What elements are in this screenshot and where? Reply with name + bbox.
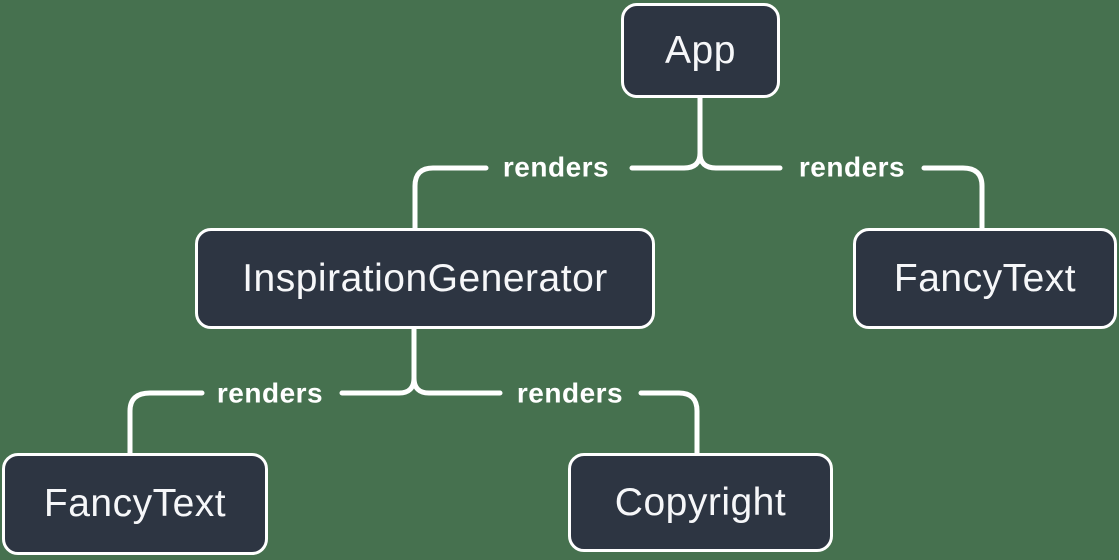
node-label: FancyText — [893, 256, 1077, 300]
edge-inspiration-generator-to-copyright — [411, 325, 700, 456]
edge-segment — [339, 325, 417, 396]
edge-label-app-inspiration: renders — [502, 151, 610, 183]
edge-app-to-fancy-text — [697, 94, 985, 231]
edge-segment — [411, 325, 503, 396]
edge-label-app-fancy-text: renders — [798, 151, 906, 183]
node-fancy-text-top-right: FancyText — [853, 228, 1117, 329]
node-inspiration-generator: InspirationGenerator — [195, 228, 655, 329]
edge-segment — [127, 390, 205, 456]
node-label: FancyText — [43, 482, 227, 525]
node-label: InspirationGenerator — [242, 256, 608, 300]
node-app: App — [621, 3, 780, 98]
edge-segment — [629, 94, 703, 171]
edge-segment — [638, 390, 700, 456]
edge-label-inspiration-copyright: renders — [516, 377, 624, 409]
node-label: App — [665, 28, 736, 72]
edge-segment — [921, 165, 985, 231]
edge-segment — [412, 165, 489, 231]
node-label: Copyright — [614, 480, 787, 524]
edge-label-inspiration-fancy-text: renders — [216, 377, 324, 409]
node-copyright: Copyright — [568, 453, 833, 552]
node-fancy-text-bottom-left: FancyText — [2, 453, 268, 555]
edge-segment — [697, 94, 783, 171]
